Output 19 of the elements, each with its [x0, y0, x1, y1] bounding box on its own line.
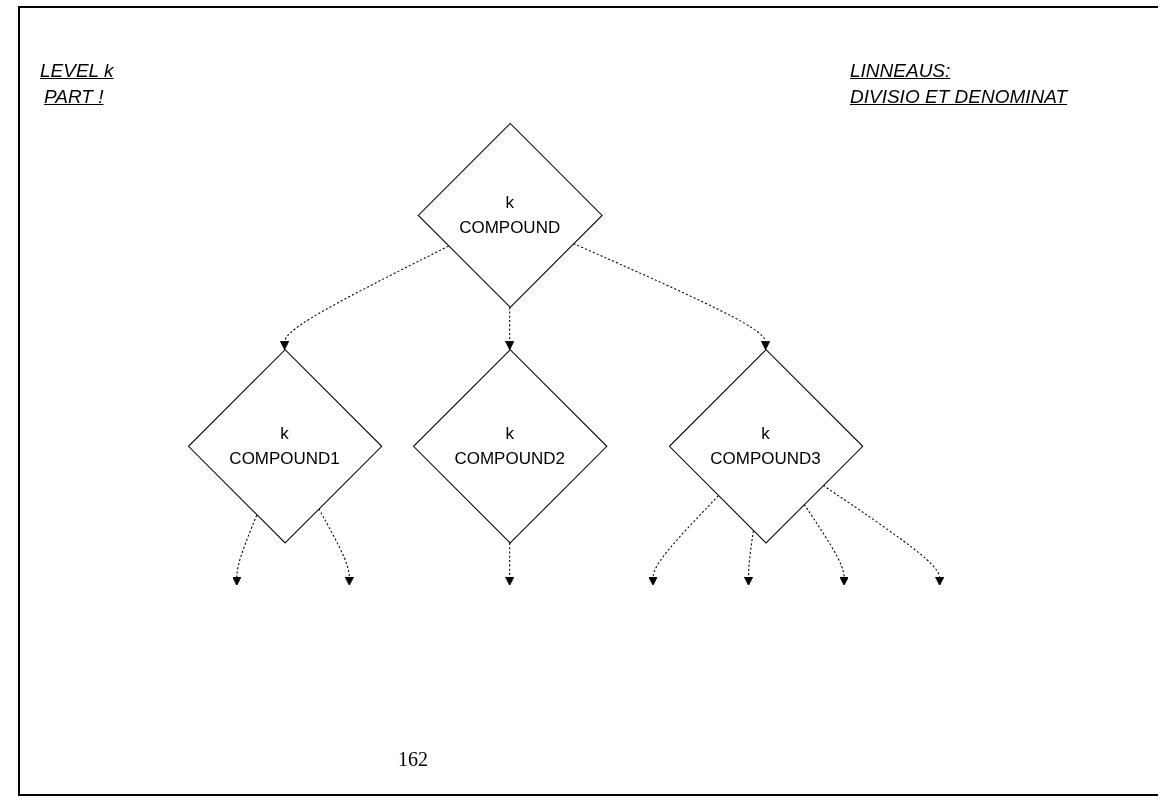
node-diamond: k COMPOUND1 [187, 348, 383, 544]
arrow [822, 484, 945, 586]
arrow [279, 245, 450, 350]
arrow [803, 503, 849, 586]
arrow [505, 542, 515, 586]
node-diamond: k COMPOUND2 [412, 348, 608, 544]
arrow [572, 242, 771, 350]
heading-text: LEVEL k [40, 60, 114, 82]
heading-text: LINNEAUS: [850, 60, 951, 82]
node-diamond: k COMPOUND [417, 122, 603, 308]
arrow [505, 306, 515, 350]
page-number: 162 [398, 748, 428, 771]
node-diamond: k COMPOUND3 [668, 348, 864, 544]
heading-text: PART ! [44, 86, 104, 108]
heading-text: DIVISIO ET DENOMINAT [850, 86, 1068, 108]
arrow [232, 514, 258, 586]
arrow [318, 507, 355, 586]
arrow [648, 494, 719, 586]
arrow [743, 529, 754, 586]
